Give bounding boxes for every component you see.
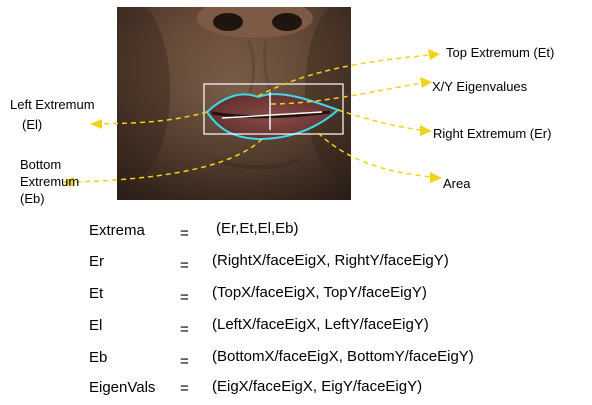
area-arrowhead	[430, 172, 442, 183]
bottom-extremum-arrowhead	[62, 177, 74, 187]
mouth-bounding-box	[203, 83, 344, 135]
right-extremum-label: Right Extremum (Er)	[433, 126, 552, 141]
equation-rhs: (Er,Et,El,Eb)	[216, 220, 299, 237]
left-extremum-label-line1: Left Extremum	[10, 97, 95, 112]
top-extremum-label: Top Extremum (Et)	[446, 45, 555, 60]
area-arrow	[317, 132, 433, 178]
equation-equals: =	[180, 321, 189, 338]
equation-rhs: (RightX/faceEigX, RightY/faceEigY)	[212, 252, 449, 269]
equation-rhs: (BottomX/faceEigX, BottomY/faceEigY)	[212, 348, 474, 365]
right-nostril	[272, 13, 302, 31]
equation-equals: =	[180, 225, 189, 242]
equation-lhs: Extrema	[89, 222, 145, 239]
equation-equals: =	[180, 289, 189, 306]
equation-lhs: El	[89, 317, 103, 334]
equation-equals: =	[180, 353, 189, 370]
equation-lhs: EigenVals	[89, 379, 156, 396]
lip-contour	[205, 93, 340, 141]
right-extremum-arrow	[337, 109, 423, 131]
equation-equals: =	[180, 380, 189, 397]
bottom-extremum-label-line3: (Eb)	[20, 191, 45, 206]
left-extremum-label-line2: (El)	[22, 117, 43, 132]
top-extremum-arrowhead	[428, 49, 440, 60]
xy-eigenvalues-arrowhead	[420, 77, 432, 88]
left-nostril	[213, 13, 243, 31]
equation-rhs: (LeftX/faceEigX, LeftY/faceEigY)	[212, 316, 429, 333]
bottom-extremum-label-line1: Bottom	[20, 157, 62, 172]
right-extremum-arrowhead	[420, 125, 432, 136]
left-extremum-arrowhead	[90, 119, 102, 129]
eigen-x-axis	[221, 111, 323, 119]
bottom-extremum-label-line2: Extremum	[20, 174, 80, 189]
equation-lhs: Er	[89, 253, 104, 270]
equation-equals: =	[180, 257, 189, 274]
equation-lhs: Et	[89, 285, 104, 302]
mouth-line	[211, 110, 331, 119]
face-photo	[117, 7, 351, 200]
equation-lhs: Eb	[89, 349, 108, 366]
area-label: Area	[443, 176, 471, 191]
xy-eigenvalues-label: X/Y Eigenvalues	[432, 79, 528, 94]
equation-rhs: (TopX/faceEigX, TopY/faceEigY)	[212, 284, 427, 301]
top-extremum-arrow	[257, 54, 431, 97]
xy-eigenvalues-arrow	[270, 82, 423, 105]
bottom-extremum-arrow	[71, 138, 263, 183]
left-extremum-arrow	[99, 111, 208, 125]
equation-rhs: (EigX/faceEigX, EigY/faceEigY)	[212, 378, 423, 395]
